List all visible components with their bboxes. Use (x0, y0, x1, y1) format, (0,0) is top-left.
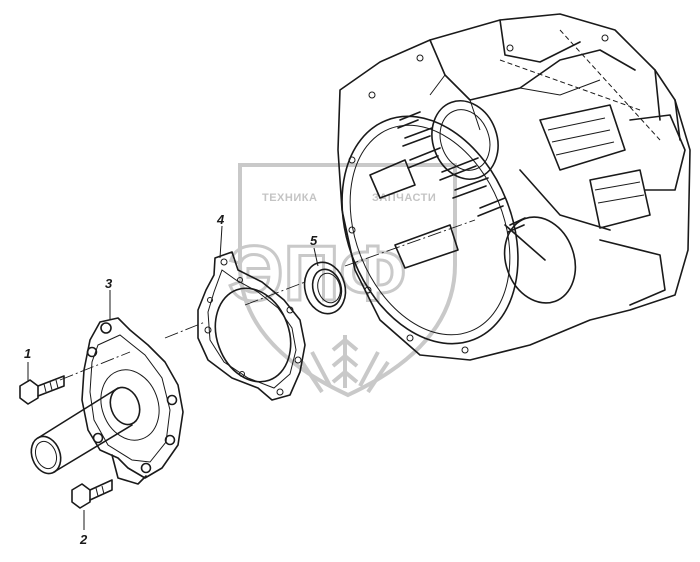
housing-bolt-holes (348, 34, 609, 354)
cover-bolt-bosses (86, 322, 178, 474)
watermark-left-text: ТЕХНИКА (262, 192, 317, 204)
callout-5: 5 (310, 233, 318, 248)
callout-2: 2 (79, 532, 88, 547)
seal-ring (303, 261, 347, 315)
callout-1: 1 (24, 346, 31, 361)
callout-leaders (27, 225, 319, 530)
gasket (197, 251, 306, 401)
bolt-lower (71, 479, 113, 509)
watermark-emblem-icon (300, 335, 390, 394)
callout-4: 4 (216, 212, 225, 227)
cover-sleeve (30, 386, 141, 475)
bearing-cover (30, 317, 184, 485)
housing-studs (397, 111, 526, 233)
bolt-upper (19, 375, 65, 405)
gasket-bolt-holes (204, 258, 302, 396)
callout-3: 3 (105, 276, 113, 291)
gearbox-housing (337, 13, 691, 361)
